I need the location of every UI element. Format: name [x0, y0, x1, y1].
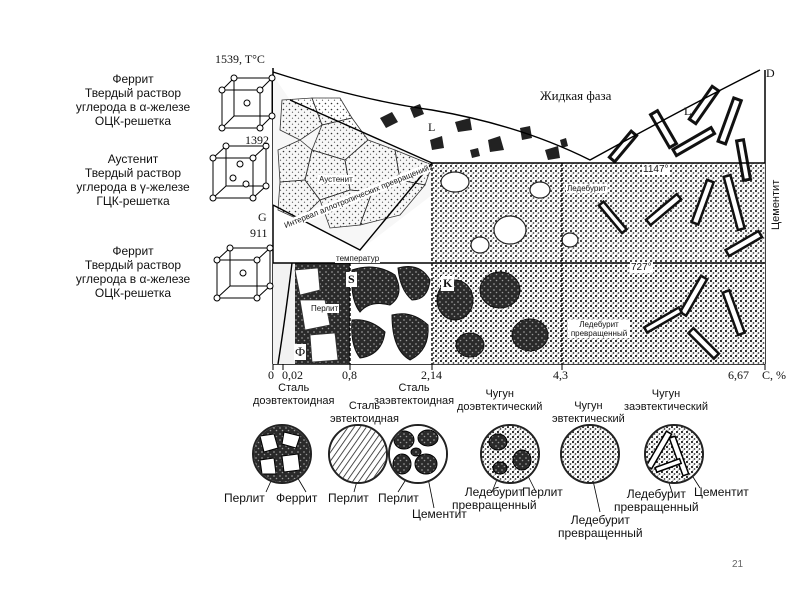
x-tick-08: 0,8 [342, 368, 357, 382]
iron-eutectic-label: Чугун эвтектический [552, 400, 625, 426]
liquid-crystals [380, 104, 568, 160]
austenite-description: Аустенит Твердый раствор углерода в γ-же… [58, 152, 208, 208]
fcc-lattice-icon [209, 142, 270, 202]
ferrite-phi-label: Ф [294, 344, 307, 360]
micro-eutectic-iron [560, 424, 620, 484]
steel-hyper-line1: Сталь [398, 382, 430, 394]
austenite-line4: ГЦК-решетка [96, 194, 170, 208]
ferrite-zone [273, 263, 295, 364]
x-tick-214: 2,14 [421, 368, 442, 382]
steel-hypo-line2: доэвтектоидная [253, 395, 335, 407]
micro-label-pearlite-3: Перлит [378, 491, 419, 505]
iron-hyper-line1: Чугун [651, 388, 681, 400]
austenite-region-label: Аустенит [318, 175, 354, 184]
iron-eut-line1: Чугун [574, 400, 603, 412]
iron-hypoeutectic-label: Чугун доэвтектический [457, 388, 542, 414]
bcc-lattice-icon-top [218, 74, 276, 132]
ferrite-line2-bottom: Твердый раствор [84, 258, 182, 272]
micro-label-ledeburite-tr-3: Ледебурит превращенный [614, 488, 699, 514]
ferrite-grains [294, 267, 339, 363]
temp-1147-label: 1147° [642, 164, 670, 175]
cementite-needles-middle [597, 173, 764, 258]
micro-hypereutectoid-steel [388, 424, 448, 484]
micro-label-ledeburite-tr-2: Ледебурит превращенный [558, 514, 643, 540]
x-axis-unit: C, % [762, 368, 786, 382]
x-ticks [272, 364, 766, 370]
micro-label-ferrite: Феррит [276, 491, 318, 505]
micro-label-cementite-1: Цементит [412, 507, 467, 521]
micro-label-pearlite-2: Перлит [328, 491, 369, 505]
iron-hypo-line1: Чугун [485, 388, 514, 400]
micro-label-pearlite-4: Перлит [522, 485, 563, 499]
ferrite-title-top: Феррит [112, 72, 154, 86]
temp-1392-label: 1392 [245, 133, 269, 147]
point-k-label: K [441, 276, 455, 291]
micro-texture-2 [330, 426, 386, 482]
ferrite-description-bottom: Феррит Твердый раствор углерода в α-желе… [58, 244, 208, 300]
micro-texture-3 [390, 426, 446, 482]
y-axis-top-label: 1539, T°C [215, 52, 265, 66]
ferrite-line2-top: Твердый раствор [84, 86, 182, 100]
micro-texture-1 [254, 426, 310, 482]
liquid-phase-label: Жидкая фаза [540, 88, 612, 103]
x-tick-43: 4,3 [553, 368, 568, 382]
x-tick-667: 6,67 [728, 368, 749, 382]
micro-eutectoid-steel [328, 424, 388, 484]
ledeburite-transformed-label: Ледебурит превращенный [568, 320, 630, 338]
temp-727-label: 727° [630, 262, 653, 273]
iron-eut-line2: эвтектический [552, 413, 625, 425]
austenite-line2: Твердый раствор [84, 166, 182, 180]
steel-eut-line2: эвтектоидная [330, 413, 399, 425]
ledeb-tr-2-line1: Ледебурит [570, 513, 630, 527]
steel-eut-line1: Сталь [348, 400, 381, 412]
steel-eutectoid-label: Сталь эвтектоидная [330, 400, 399, 426]
point-s-label: S [346, 272, 357, 287]
austenite-title: Аустенит [107, 152, 159, 166]
steel-hyper-line2: заэвтектоидная [374, 395, 455, 407]
liquid-L-label-1: L [428, 120, 436, 134]
iron-hypo-line2: доэвтектический [457, 401, 543, 413]
steel-hypo-line1: Сталь [278, 382, 310, 394]
steel-hypereutectoid-label: Сталь заэвтектоидная [374, 382, 454, 408]
micro-texture-4 [482, 426, 538, 482]
ferrite-line4-top: ОЦК-решетка [94, 114, 172, 128]
pearlite-network [351, 266, 431, 361]
ferrite-line3-bottom: углерода в α-железе [75, 272, 191, 286]
micro-label-ledeburite-tr-1: Ледебурит превращенный [452, 486, 537, 512]
ledeburite-label: Ледебурит [566, 184, 608, 193]
micro-hypereutectic-iron [644, 424, 704, 484]
ledeburite-dendrites [440, 171, 579, 254]
point-d-label: D [766, 66, 775, 80]
page-number: 21 [732, 559, 744, 570]
micro-texture-5 [562, 426, 618, 482]
x-tick-0: 0 [268, 368, 274, 382]
ledeb-tr-1-line1: Ледебурит [464, 485, 524, 499]
iron-hypereutectic-label: Чугун заэвтектический [624, 388, 708, 414]
ledeb-tr-3-line2: превращенный [614, 500, 699, 514]
pearlite-region-label: Перлит [310, 304, 340, 313]
austenite-line3: углерода в γ-железе [76, 180, 190, 194]
micro-hypoeutectic-iron [480, 424, 540, 484]
ledeb-tr-3-line1: Ледебурит [626, 487, 686, 501]
x-tick-002: 0,02 [282, 368, 303, 382]
ledeb-tr-2-line2: превращенный [558, 526, 643, 540]
ferrite-line4-bottom: ОЦК-решетка [94, 286, 172, 300]
ferrite-description-top: Феррит Твердый раствор углерода в α-желе… [58, 72, 208, 128]
cementite-vertical-label: Цементит [770, 179, 782, 230]
micro-label-cementite-2: Цементит [694, 485, 749, 499]
bcc-lattice-icon-bottom [213, 244, 274, 302]
micro-label-pearlite-1: Перлит [224, 491, 265, 505]
ledeb-tr-1-line2: превращенный [452, 498, 537, 512]
iron-hyper-line2: заэвтектический [624, 401, 708, 413]
temperature-word-label: температур [335, 254, 381, 263]
micro-hypoeutectoid-steel [252, 424, 312, 484]
ferrite-line3-top: углерода в α-железе [75, 100, 191, 114]
micro-texture-6 [646, 426, 702, 482]
temp-911-label: 911 [250, 226, 268, 240]
ferrite-title-bottom: Феррит [112, 244, 154, 258]
cementite-needles-lower [642, 274, 747, 361]
point-g-label: G [258, 210, 267, 224]
steel-hypoeutectoid-label: Сталь доэвтектоидная [253, 382, 334, 408]
liquid-L-label-2: L [684, 104, 692, 118]
